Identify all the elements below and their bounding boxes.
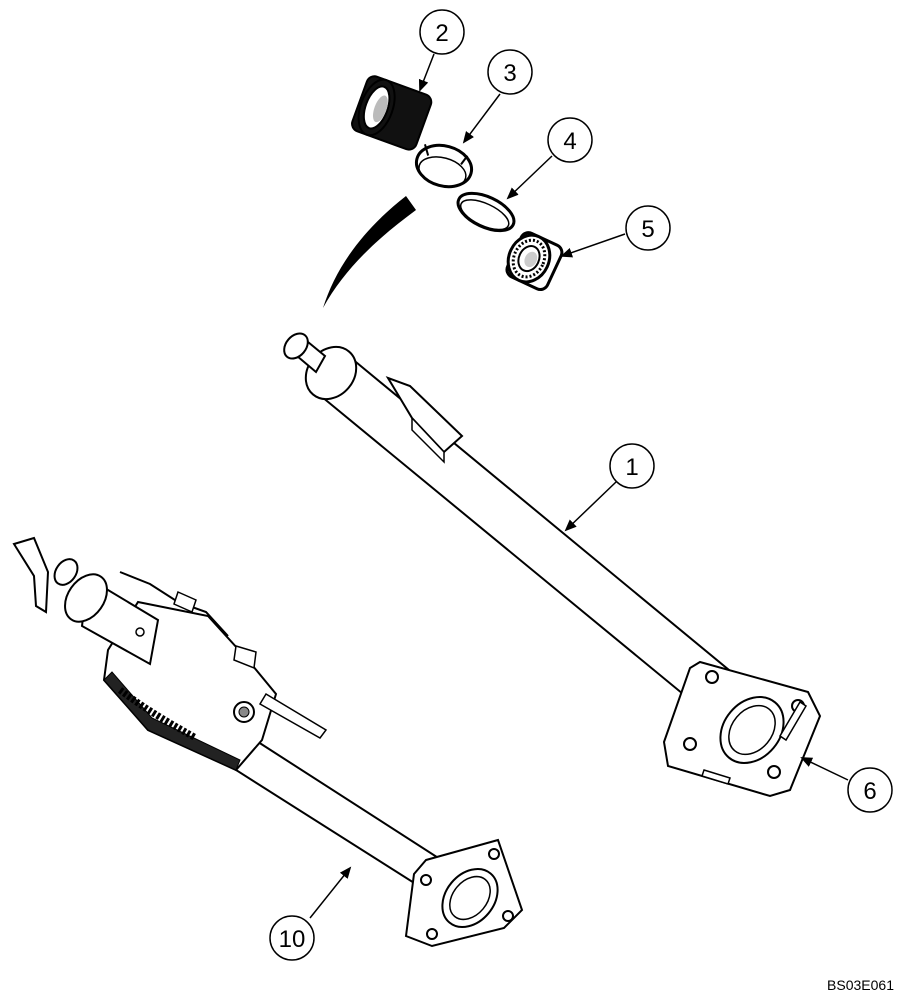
callout-4-label: 4 — [563, 128, 576, 155]
callout-2: 2 — [418, 9, 465, 92]
part-bushing — [351, 75, 433, 151]
callout-4: 4 — [506, 117, 593, 200]
callout-3-label: 3 — [503, 60, 516, 87]
callout-10-label: 10 — [279, 926, 306, 953]
part-snap-ring — [414, 143, 474, 189]
part-spring-washer — [456, 191, 516, 233]
callout-3: 3 — [462, 49, 533, 144]
figure-code: BS03E061 — [827, 977, 894, 993]
callout-2-label: 2 — [435, 20, 448, 47]
part-bearing — [505, 231, 564, 292]
callout-6: 6 — [800, 757, 893, 813]
callout-5-label: 5 — [641, 216, 654, 243]
callout-1-label: 1 — [625, 454, 638, 481]
part-steering-column-assembly — [12, 536, 524, 948]
callout-10: 10 — [269, 866, 352, 961]
callout-6-label: 6 — [863, 778, 876, 805]
callout-1: 1 — [564, 443, 655, 532]
install-arrow — [323, 196, 416, 308]
callout-5: 5 — [560, 205, 671, 258]
part-steering-column-tube — [283, 332, 822, 798]
